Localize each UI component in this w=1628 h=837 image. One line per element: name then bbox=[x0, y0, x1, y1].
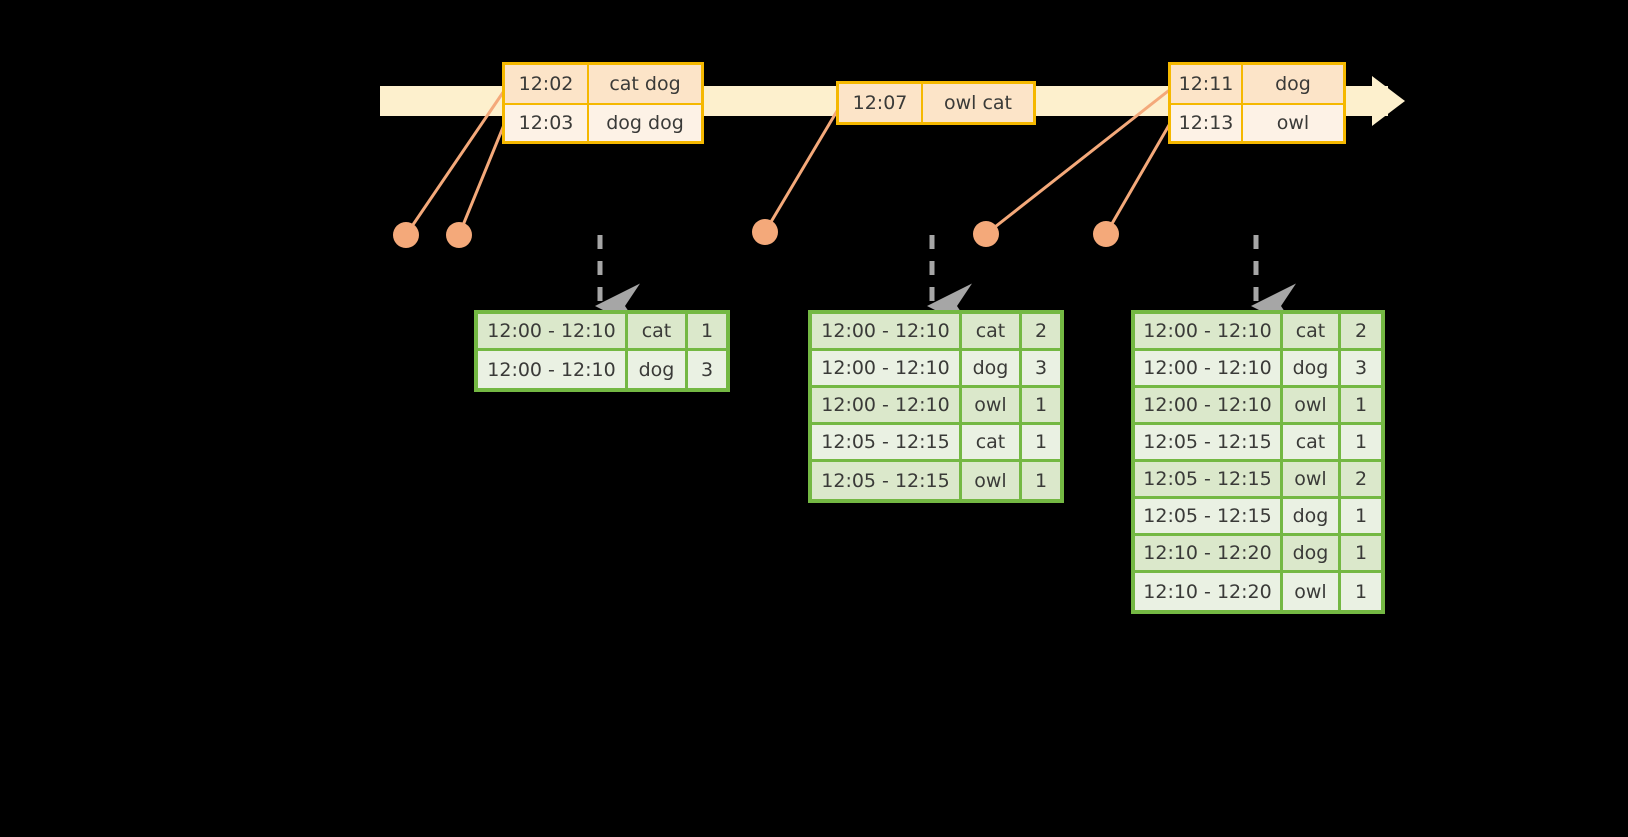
event-time: 12:07 bbox=[839, 84, 923, 122]
cell-word: cat bbox=[962, 314, 1022, 351]
cell-word: owl bbox=[1283, 573, 1341, 610]
event-dot-icon bbox=[446, 222, 472, 248]
cell-count: 2 bbox=[1022, 314, 1060, 351]
cell-word: dog bbox=[1283, 499, 1341, 536]
event-box-2: 12:07 owl cat bbox=[836, 81, 1036, 125]
event-box-1: 12:02 cat dog 12:03 dog dog bbox=[502, 62, 704, 144]
event-dot-icon bbox=[973, 221, 999, 247]
event-words: cat dog bbox=[609, 73, 681, 95]
event-dot-icon bbox=[393, 222, 419, 248]
cell-count: 1 bbox=[1341, 536, 1381, 573]
cell-window: 12:05 - 12:15 bbox=[1135, 425, 1283, 462]
cell-count: 1 bbox=[1341, 425, 1381, 462]
event-time: 12:02 bbox=[505, 65, 589, 103]
event-row: 12:07 owl cat bbox=[839, 84, 1033, 122]
cell-word: cat bbox=[628, 314, 688, 351]
cell-count: 2 bbox=[1341, 462, 1381, 499]
cell-word: dog bbox=[1283, 536, 1341, 573]
cell-count: 1 bbox=[1022, 425, 1060, 462]
cell-count: 1 bbox=[1354, 580, 1368, 603]
cell-window: 12:00 - 12:10 bbox=[1135, 388, 1283, 425]
event-words: dog dog bbox=[606, 112, 684, 134]
event-dot-icon bbox=[752, 219, 778, 245]
cell-count: 3 bbox=[700, 358, 714, 381]
cell-count: 3 bbox=[1341, 351, 1381, 388]
cell-count: 1 bbox=[1341, 388, 1381, 425]
connector-line bbox=[763, 105, 842, 233]
cell-window: 12:05 - 12:15 bbox=[1135, 499, 1283, 536]
cell-window: 12:00 - 12:10 bbox=[812, 388, 962, 425]
cell-word: cat bbox=[962, 425, 1022, 462]
event-time: 12:03 bbox=[505, 105, 589, 141]
cell-window: 12:05 - 12:15 bbox=[1135, 462, 1283, 499]
cell-window: 12:00 - 12:10 bbox=[812, 351, 962, 388]
event-words: dog bbox=[1275, 73, 1311, 95]
cell-count: 1 bbox=[688, 314, 726, 351]
cell-count: 1 bbox=[1022, 388, 1060, 425]
cell-window: 12:10 - 12:20 bbox=[1135, 536, 1283, 573]
cell-window: 12:05 - 12:15 bbox=[812, 462, 962, 499]
cell-word: owl bbox=[1283, 462, 1341, 499]
cell-word: dog bbox=[962, 351, 1022, 388]
connector-line bbox=[1104, 119, 1174, 235]
cell-count: 3 bbox=[1022, 351, 1060, 388]
event-words: owl cat bbox=[943, 92, 1013, 114]
cell-word: dog bbox=[628, 351, 688, 388]
event-row: 12:02 cat dog bbox=[505, 65, 701, 103]
cell-count: 1 bbox=[1341, 499, 1381, 536]
cell-window: 12:00 - 12:10 bbox=[812, 314, 962, 351]
cell-word: cat bbox=[1283, 314, 1341, 351]
event-box-3: 12:11 dog 12:13 owl bbox=[1168, 62, 1346, 144]
cell-window: 12:10 - 12:20 bbox=[1135, 573, 1283, 610]
cell-window: 12:00 - 12:10 bbox=[478, 351, 628, 388]
cell-window: 12:00 - 12:10 bbox=[478, 314, 628, 351]
cell-count: 2 bbox=[1341, 314, 1381, 351]
cell-window: 12:05 - 12:15 bbox=[812, 425, 962, 462]
timeline-arrowhead-icon bbox=[1372, 76, 1405, 126]
cell-window: 12:00 - 12:10 bbox=[1135, 351, 1283, 388]
event-words: owl bbox=[1276, 112, 1310, 134]
event-dot-icon bbox=[1093, 221, 1119, 247]
cell-word: owl bbox=[962, 462, 1022, 499]
cell-word: dog bbox=[1283, 351, 1341, 388]
event-time: 12:13 bbox=[1171, 105, 1243, 141]
event-row: 12:13 owl bbox=[1171, 103, 1343, 141]
event-row: 12:11 dog bbox=[1171, 65, 1343, 103]
connector-line bbox=[457, 119, 508, 236]
cell-word: owl bbox=[962, 388, 1022, 425]
cell-window: 12:00 - 12:10 bbox=[1135, 314, 1283, 351]
cell-count: 1 bbox=[1034, 469, 1048, 492]
cell-word: cat bbox=[1283, 425, 1341, 462]
event-row: 12:03 dog dog bbox=[505, 103, 701, 141]
cell-word: owl bbox=[1283, 388, 1341, 425]
event-time: 12:11 bbox=[1171, 65, 1243, 103]
